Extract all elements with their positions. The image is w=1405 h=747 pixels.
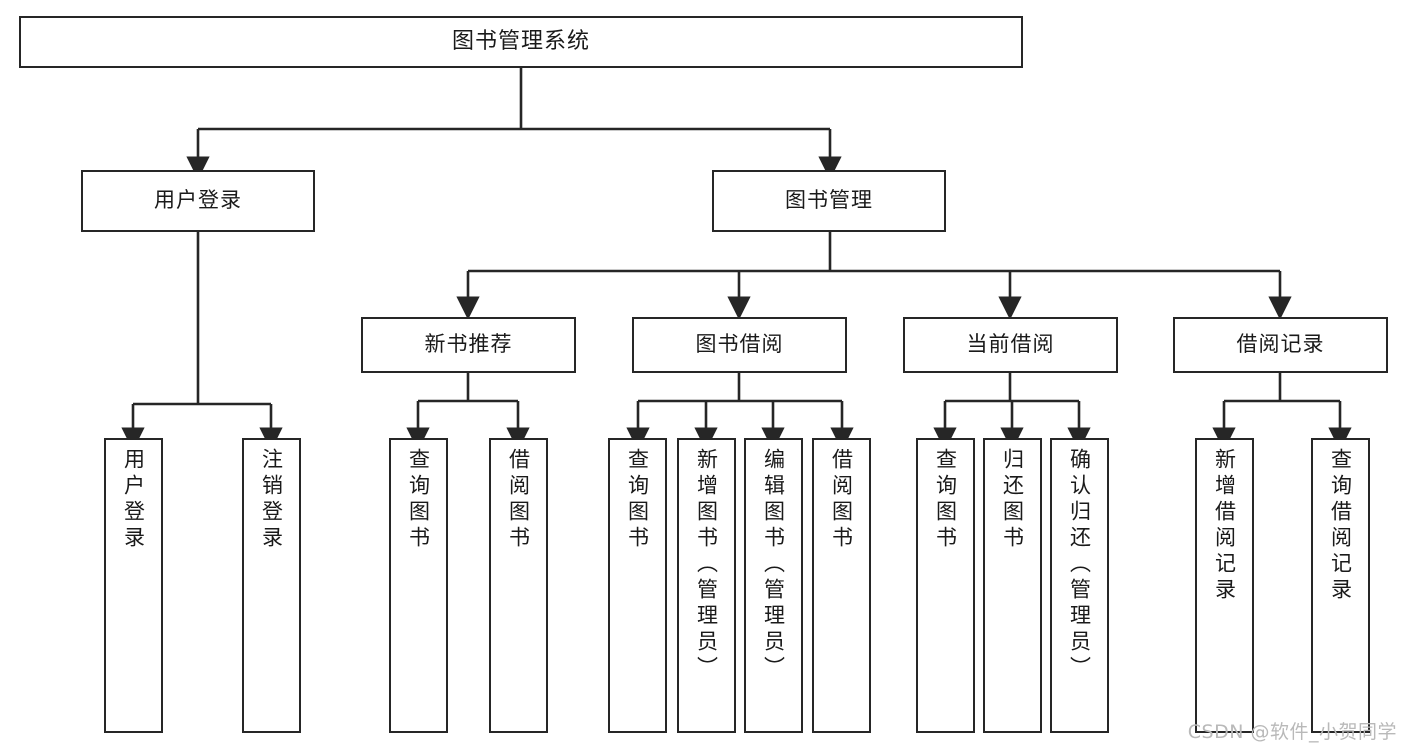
leaf-current-borrow-1[interactable]: 归还图书 xyxy=(983,438,1042,733)
leaf-book-borrow-0[interactable]: 查询图书 xyxy=(608,438,667,733)
node-user-login[interactable]: 用户登录 xyxy=(81,170,315,232)
node-new-book-rec-label: 新书推荐 xyxy=(424,332,513,357)
leaf-label: 编辑图书（管理员） xyxy=(761,448,786,682)
node-book-borrow-label: 图书借阅 xyxy=(695,332,784,357)
node-borrow-record-label: 借阅记录 xyxy=(1236,332,1325,357)
leaf-label: 借阅图书 xyxy=(506,448,531,552)
leaf-label: 查询借阅记录 xyxy=(1328,448,1353,604)
leaf-borrow-record-1[interactable]: 查询借阅记录 xyxy=(1311,438,1370,733)
leaf-label: 注销登录 xyxy=(259,448,284,552)
node-current-borrow[interactable]: 当前借阅 xyxy=(903,317,1118,373)
node-root-label: 图书管理系统 xyxy=(451,28,590,54)
leaf-label: 新增图书（管理员） xyxy=(694,448,719,682)
leaf-label: 查询图书 xyxy=(406,448,431,552)
leaf-user-login-1[interactable]: 注销登录 xyxy=(242,438,301,733)
leaf-label: 用户登录 xyxy=(121,448,146,552)
node-book-manage-label: 图书管理 xyxy=(785,188,873,213)
leaf-label: 确认归还（管理员） xyxy=(1067,448,1092,682)
node-borrow-record[interactable]: 借阅记录 xyxy=(1173,317,1388,373)
leaf-label: 借阅图书 xyxy=(829,448,854,552)
leaf-current-borrow-0[interactable]: 查询图书 xyxy=(916,438,975,733)
node-new-book-rec[interactable]: 新书推荐 xyxy=(361,317,576,373)
node-book-manage[interactable]: 图书管理 xyxy=(712,170,946,232)
watermark-text: CSDN @软件_小贺同学 xyxy=(1187,721,1397,743)
leaf-label: 归还图书 xyxy=(1000,448,1025,552)
leaf-book-borrow-1[interactable]: 新增图书（管理员） xyxy=(677,438,736,733)
node-user-login-label: 用户登录 xyxy=(154,188,242,213)
leaf-user-login-0[interactable]: 用户登录 xyxy=(104,438,163,733)
node-root[interactable]: 图书管理系统 xyxy=(19,16,1023,68)
leaf-borrow-record-0[interactable]: 新增借阅记录 xyxy=(1195,438,1254,733)
leaf-book-borrow-2[interactable]: 编辑图书（管理员） xyxy=(744,438,803,733)
leaf-book-borrow-3[interactable]: 借阅图书 xyxy=(812,438,871,733)
leaf-label: 查询图书 xyxy=(625,448,650,552)
leaf-new-book-rec-0[interactable]: 查询图书 xyxy=(389,438,448,733)
leaf-new-book-rec-1[interactable]: 借阅图书 xyxy=(489,438,548,733)
leaf-current-borrow-2[interactable]: 确认归还（管理员） xyxy=(1050,438,1109,733)
node-current-borrow-label: 当前借阅 xyxy=(966,332,1055,357)
leaf-label: 新增借阅记录 xyxy=(1212,448,1237,604)
leaf-label: 查询图书 xyxy=(933,448,958,552)
node-book-borrow[interactable]: 图书借阅 xyxy=(632,317,847,373)
